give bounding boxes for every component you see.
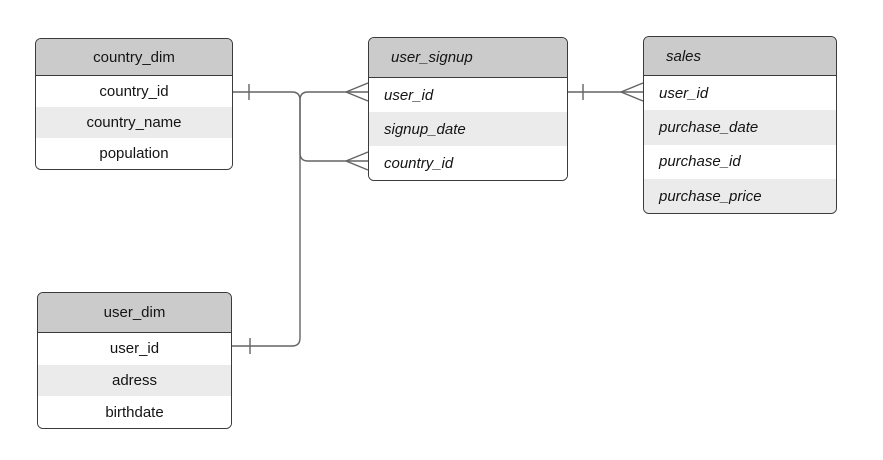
table-column: purchase_price <box>644 178 836 214</box>
many-cardinality-marker <box>345 82 369 102</box>
many-cardinality-marker <box>345 151 369 171</box>
table-column: adress <box>38 364 231 397</box>
table-column: country_id <box>369 146 567 180</box>
table-column: user_id <box>369 78 567 112</box>
table-column: user_id <box>38 333 231 365</box>
table-title: user_signup <box>369 38 567 78</box>
table-column: country_name <box>36 107 232 138</box>
table-sales[interactable]: sales user_id purchase_date purchase_id … <box>643 36 837 215</box>
table-title: country_dim <box>36 39 232 76</box>
table-column: population <box>36 138 232 169</box>
table-column: birthdate <box>38 396 231 429</box>
table-title: user_dim <box>38 293 231 333</box>
table-column: signup_date <box>369 112 567 146</box>
table-user-dim[interactable]: user_dim user_id adress birthdate <box>37 292 232 430</box>
table-column: purchase_date <box>644 110 836 145</box>
table-column: user_id <box>644 76 836 111</box>
relationship-line <box>232 91 368 347</box>
relationship-user-signup-to-sales[interactable] <box>568 82 644 102</box>
relationship-user-dim-to-user-signup[interactable] <box>232 82 369 354</box>
table-user-signup[interactable]: user_signup user_id signup_date country_… <box>368 37 568 181</box>
table-column: country_id <box>36 76 232 107</box>
many-cardinality-marker <box>620 82 644 102</box>
table-country-dim[interactable]: country_dim country_id country_name popu… <box>35 38 233 170</box>
table-column: purchase_id <box>644 144 836 179</box>
table-title: sales <box>644 37 836 76</box>
